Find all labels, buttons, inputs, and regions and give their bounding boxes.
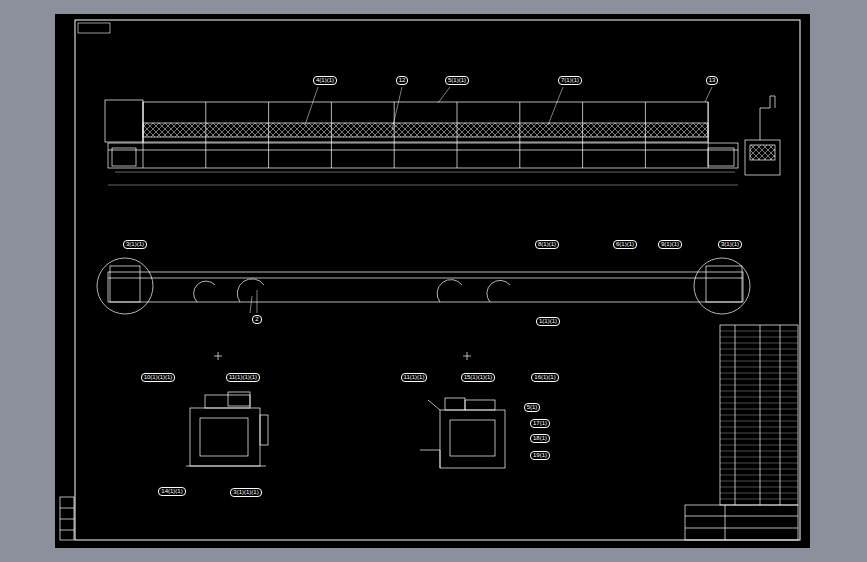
callout-number: 10(1)(1)(1) <box>141 373 176 382</box>
callout-number: 18(1) <box>530 434 550 443</box>
callout-number: 3(1)(1) <box>123 240 147 249</box>
callout-number: 9(1)(1) <box>658 240 682 249</box>
callout-number: 13 <box>706 76 719 85</box>
callout-number: 6(1)(1) <box>613 240 637 249</box>
callout-number: 7(1)(1) <box>558 76 582 85</box>
callout-number: 17(1) <box>530 419 550 428</box>
callout-number: 12 <box>396 76 409 85</box>
callout-number: 2 <box>252 315 261 324</box>
callout-number: 5(1) <box>524 403 541 412</box>
callout-number: 1(1)(1) <box>536 317 560 326</box>
callout-number: 3(1)(1) <box>718 240 742 249</box>
callout-number: 19(1) <box>530 451 550 460</box>
callout-number: 4(1)(1) <box>313 76 337 85</box>
callout-number: 11(1)(1) <box>401 373 428 382</box>
callout-number: 11(1)(1)(1) <box>226 373 260 382</box>
callout-number: 16(1)(1) <box>531 373 558 382</box>
callout-number: 3(1)(1)(1) <box>230 488 261 497</box>
callout-number: 5(1)(1) <box>445 76 469 85</box>
leader-lines <box>250 87 712 313</box>
callout-number: 15(1)(1)(1) <box>461 373 496 382</box>
callout-number: 8(1)(1) <box>535 240 559 249</box>
callout-number: 14(1)(1) <box>158 487 185 496</box>
